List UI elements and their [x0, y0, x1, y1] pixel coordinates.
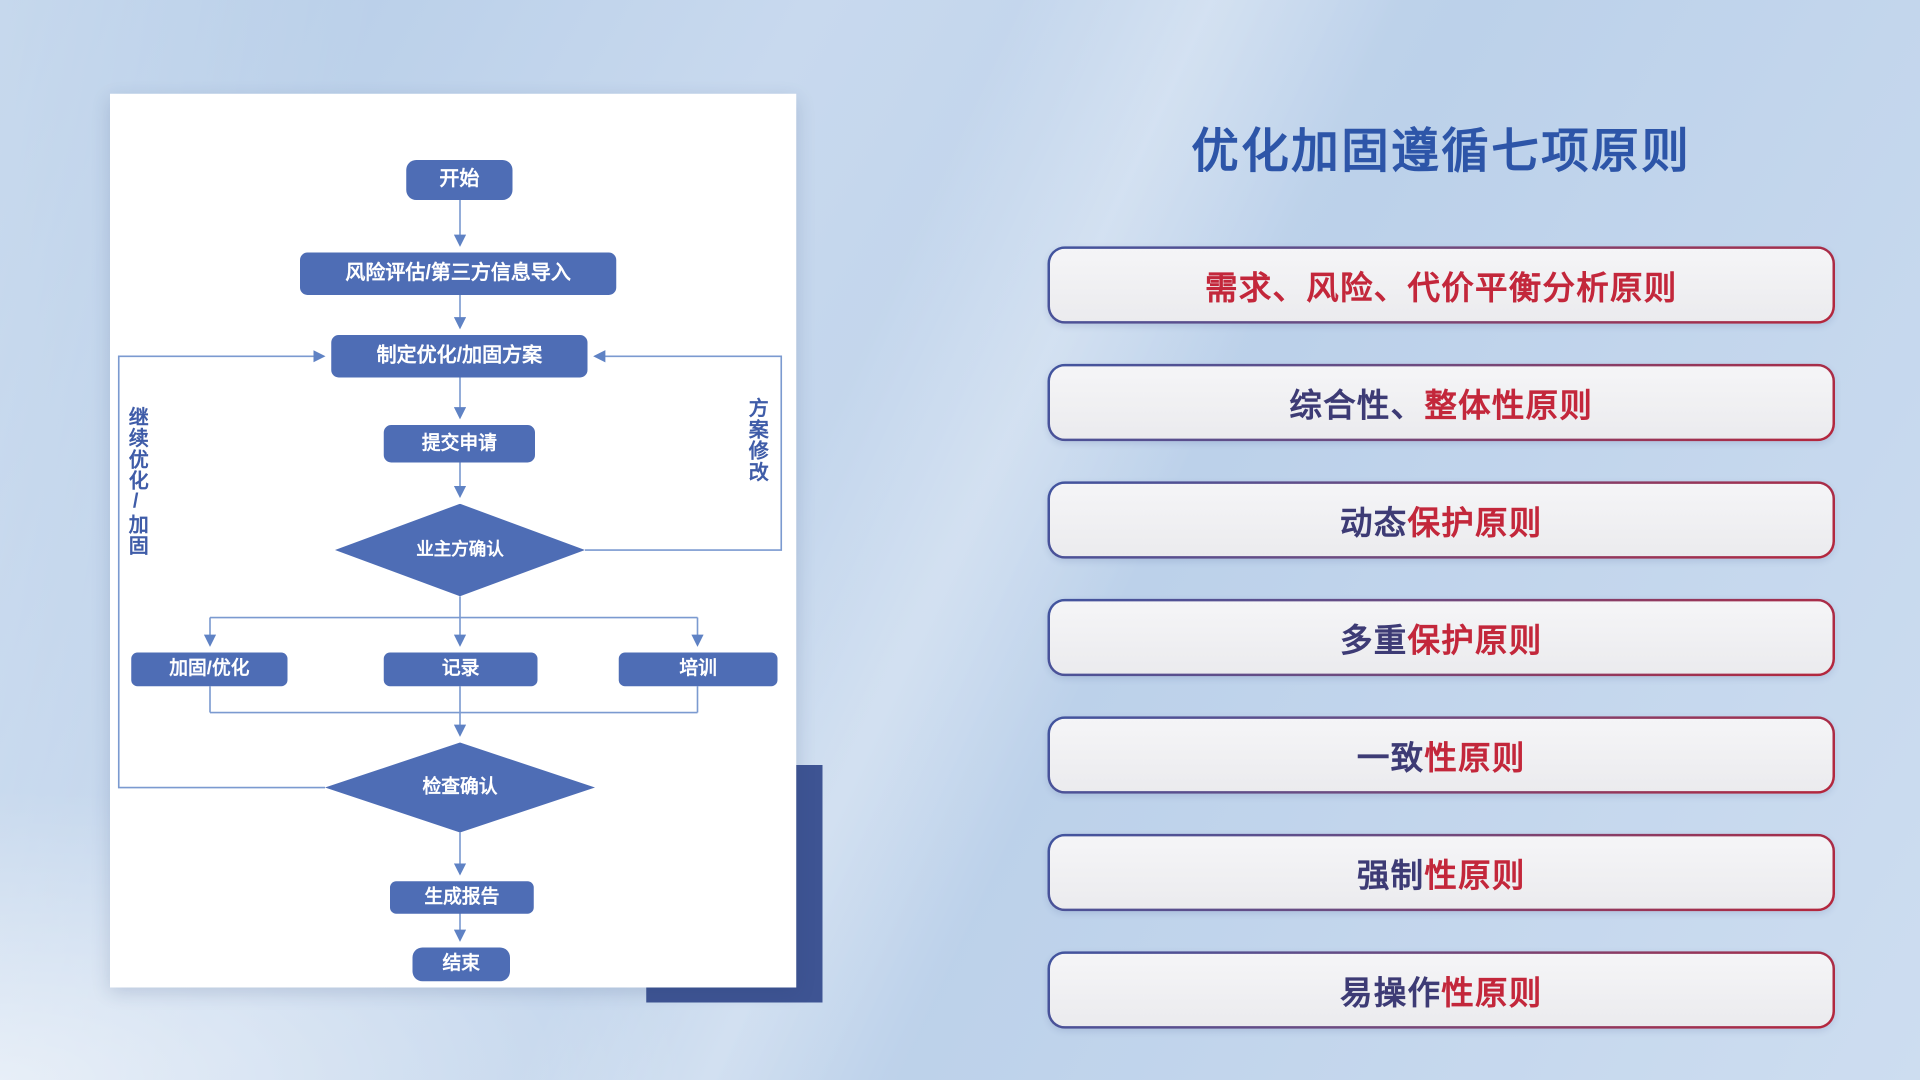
principle-5-text-navy: 一致 [1356, 738, 1425, 776]
principle-3-text-navy: 动态 [1339, 503, 1408, 541]
principle-6-text-red: 性原则 [1424, 855, 1526, 894]
principle-3-text-red: 保护原则 [1407, 503, 1543, 541]
principle-item-5: 一致性原则 [1048, 716, 1836, 794]
flowchart-card: 开始 风险评估/第三方信息导入 制定优化/加固方案 提交申请 业主方确认 加固/… [110, 93, 797, 988]
principles-panel: 优化加固遵循七项原则 需求、风险、代价平衡分析原则 综合性、整体性原则 动态保护… [1048, 0, 1836, 1080]
principle-5-text-red: 性原则 [1424, 738, 1526, 776]
principle-item-2: 综合性、整体性原则 [1048, 364, 1836, 442]
principle-6-text-navy: 强制 [1356, 855, 1425, 894]
principle-2-text-navy: 综合性、 [1289, 385, 1425, 424]
flowchart-connectors [117, 200, 783, 942]
edge-label-plan-revise: 方案修改 [745, 397, 767, 483]
principle-7-text-navy: 易操作 [1339, 973, 1442, 1011]
principles-list: 需求、风险、代价平衡分析原则 综合性、整体性原则 动态保护原则 多重保护原则 一… [1048, 246, 1836, 1029]
flow-node-record: 记录 [383, 652, 538, 687]
principle-item-6: 强制性原则 [1048, 834, 1836, 912]
principle-4-text-navy: 多重 [1339, 620, 1408, 659]
flow-node-report: 生成报告 [390, 881, 534, 914]
flow-node-make-plan: 制定优化/加固方案 [331, 335, 588, 378]
flow-node-end: 结束 [412, 947, 510, 982]
principle-2-text-red: 整体性原则 [1424, 385, 1594, 424]
principle-item-3: 动态保护原则 [1048, 481, 1836, 559]
flow-node-reinforce: 加固/优化 [131, 652, 288, 687]
principle-item-7: 易操作性原则 [1048, 951, 1836, 1029]
flow-node-start: 开始 [406, 160, 513, 200]
flow-node-risk-import: 风险评估/第三方信息导入 [300, 252, 617, 295]
principle-4-text-red: 保护原则 [1407, 620, 1543, 659]
edge-label-continue-optimize: 继续优化/加固 [125, 406, 147, 557]
principle-item-1: 需求、风险、代价平衡分析原则 [1048, 246, 1836, 324]
principle-1-text-red: 需求、风险、代价平衡分析原则 [1204, 268, 1678, 306]
flow-node-training: 培训 [618, 652, 778, 687]
page-title: 优化加固遵循七项原则 [1191, 126, 1692, 179]
connector-lines [117, 200, 783, 942]
principle-7-text-red: 性原则 [1441, 973, 1543, 1011]
flow-node-submit: 提交申请 [383, 425, 535, 463]
principle-item-4: 多重保护原则 [1048, 599, 1836, 677]
